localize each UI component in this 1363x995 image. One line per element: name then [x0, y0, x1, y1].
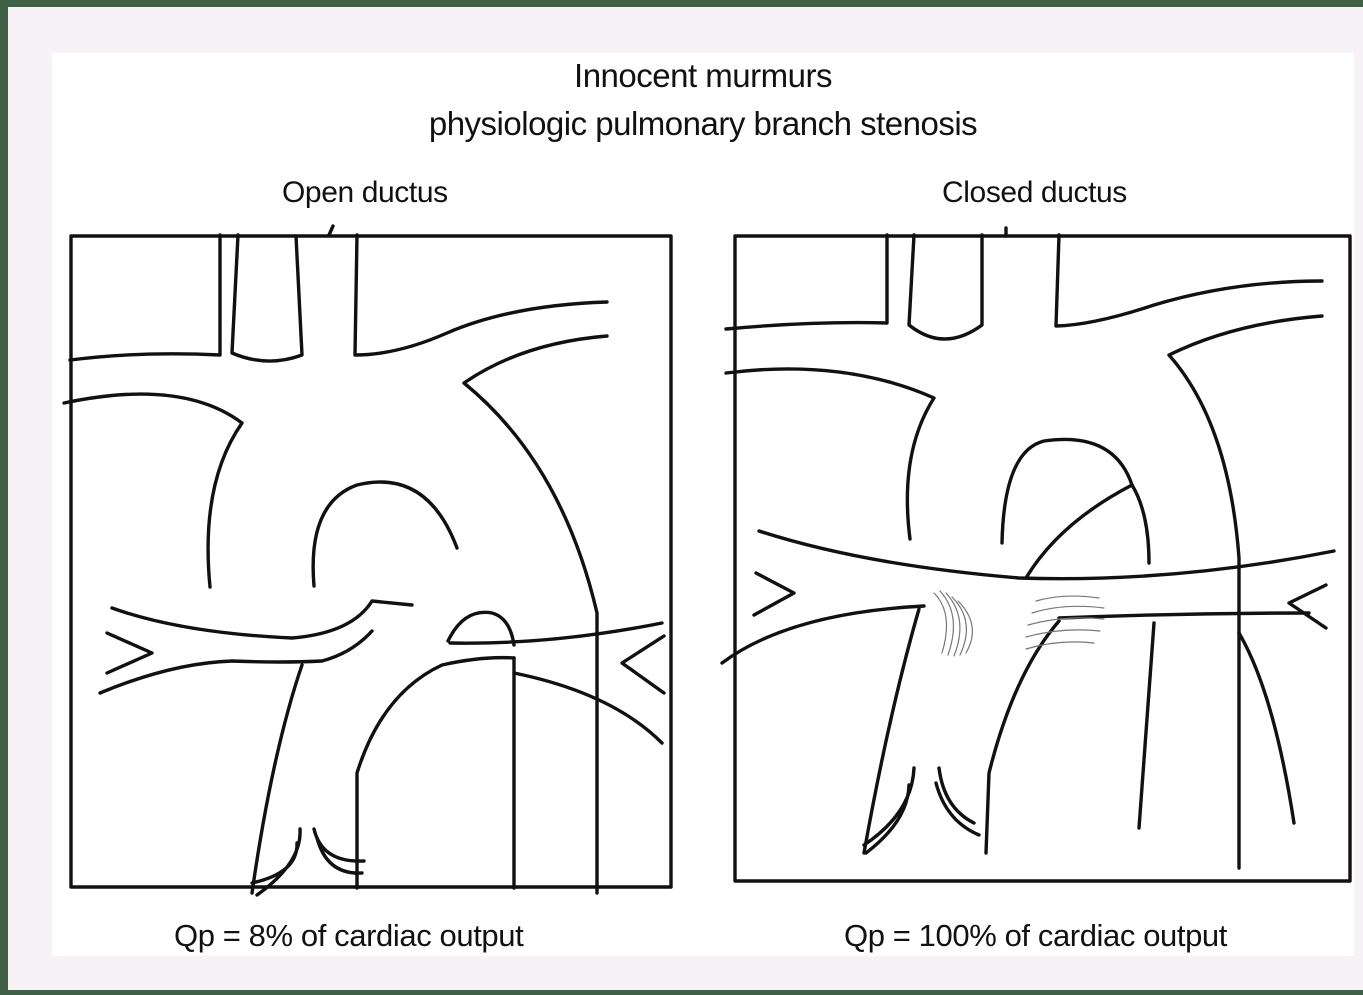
left-arrow-notch: [622, 636, 664, 693]
main-pa-right: [357, 658, 514, 888]
heart-vessel-diagram: [52, 53, 1354, 956]
pulmonary-branch-right: [1059, 613, 1309, 618]
turbulence-lines-right: [1026, 596, 1104, 649]
aorta-descending-right: [1169, 316, 1322, 868]
open-ductus-caption: Qp = 8% of cardiac output: [174, 918, 523, 954]
descending-inner: [1139, 623, 1154, 828]
open-ductus-drawing: [64, 226, 671, 895]
turbulence-lines-left: [934, 591, 972, 656]
pulmonary-branch-lower: [722, 606, 924, 663]
right-arrow-notch: [754, 573, 794, 615]
closed-ductus-drawing: [722, 228, 1350, 881]
figure-frame: Innocent murmurs physiologic pulmonary b…: [8, 7, 1363, 990]
closed-ductus-box: [735, 236, 1350, 881]
arch-vessel-2: [909, 235, 982, 339]
right-arrow-notch: [107, 633, 152, 673]
arch-vessel-1: [726, 235, 887, 329]
valve-cusp-right: [936, 768, 979, 835]
right-branch-lower: [514, 673, 662, 743]
pulmonary-branch-right: [450, 623, 662, 643]
ductus-remnant: [1026, 485, 1132, 578]
arch-vessel-3: [1006, 228, 1322, 326]
main-pa-right: [986, 621, 1059, 853]
ductus-loop: [448, 612, 514, 645]
pulmonary-branch-top: [759, 531, 1334, 579]
right-branch-lower: [1239, 633, 1294, 823]
aorta-descending-right: [464, 336, 607, 893]
main-pa-left: [864, 609, 919, 853]
aorta-outer-left: [726, 369, 934, 539]
figure-panel: Innocent murmurs physiologic pulmonary b…: [52, 53, 1354, 956]
closed-ductus-caption: Qp = 100% of cardiac output: [844, 918, 1227, 954]
left-arrow-notch: [1289, 585, 1326, 628]
pulmonary-branch-lower: [100, 631, 372, 693]
aortic-arch-inner: [1002, 439, 1149, 563]
pulmonary-branch-top: [112, 601, 412, 638]
arch-vessel-2: [232, 235, 302, 361]
arch-vessel-3: [329, 226, 607, 355]
arch-vessel-1: [70, 235, 220, 360]
aortic-arch-inner: [313, 482, 457, 586]
aorta-outer-left: [64, 394, 242, 587]
